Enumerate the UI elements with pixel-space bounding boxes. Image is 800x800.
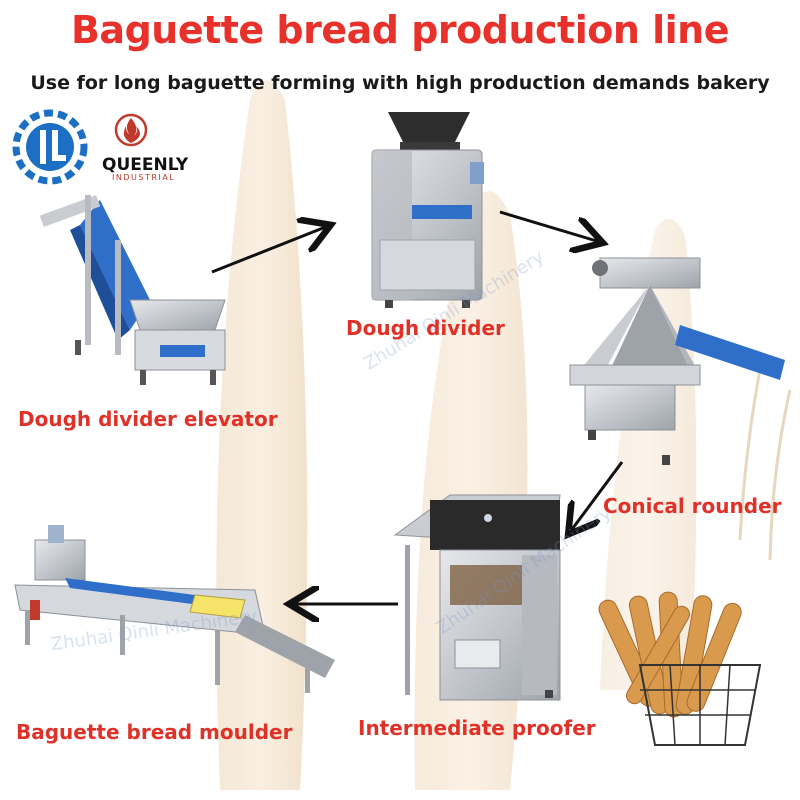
page-title: Baguette bread production line: [70, 8, 730, 52]
page-subtitle: Use for long baguette forming with high …: [30, 72, 770, 94]
intermediate-proofer-illustration: [393, 494, 561, 701]
label-dough-divider: Dough divider: [346, 316, 505, 340]
dough-divider-illustration: [371, 112, 484, 308]
baguette-basket-illustration: [598, 591, 762, 746]
label-dough-divider-elevator: Dough divider elevator: [18, 407, 278, 431]
brand-name: QUEENLY: [102, 155, 189, 175]
gear-logo-icon: [12, 109, 88, 185]
label-intermediate-proofer: Intermediate proofer: [358, 716, 596, 740]
label-baguette-bread-moulder: Baguette bread moulder: [16, 720, 293, 744]
flow-arrow-elevator-to-divider: [211, 226, 328, 274]
wheat-stalk-2: [768, 389, 792, 561]
label-conical-rounder: Conical rounder: [603, 494, 782, 518]
baguette-bread-moulder-illustration: [14, 525, 335, 693]
flow-arrow-rounder-to-proofer: [570, 461, 624, 532]
flame-logo-icon: [114, 113, 148, 147]
wheat-stalk-1: [738, 369, 762, 541]
conical-rounder-illustration: [569, 257, 785, 465]
brand-tagline: INDUSTRIAL: [112, 173, 176, 182]
flow-arrow-divider-to-rounder: [499, 210, 600, 242]
dough-divider-elevator-illustration: [39, 195, 226, 385]
